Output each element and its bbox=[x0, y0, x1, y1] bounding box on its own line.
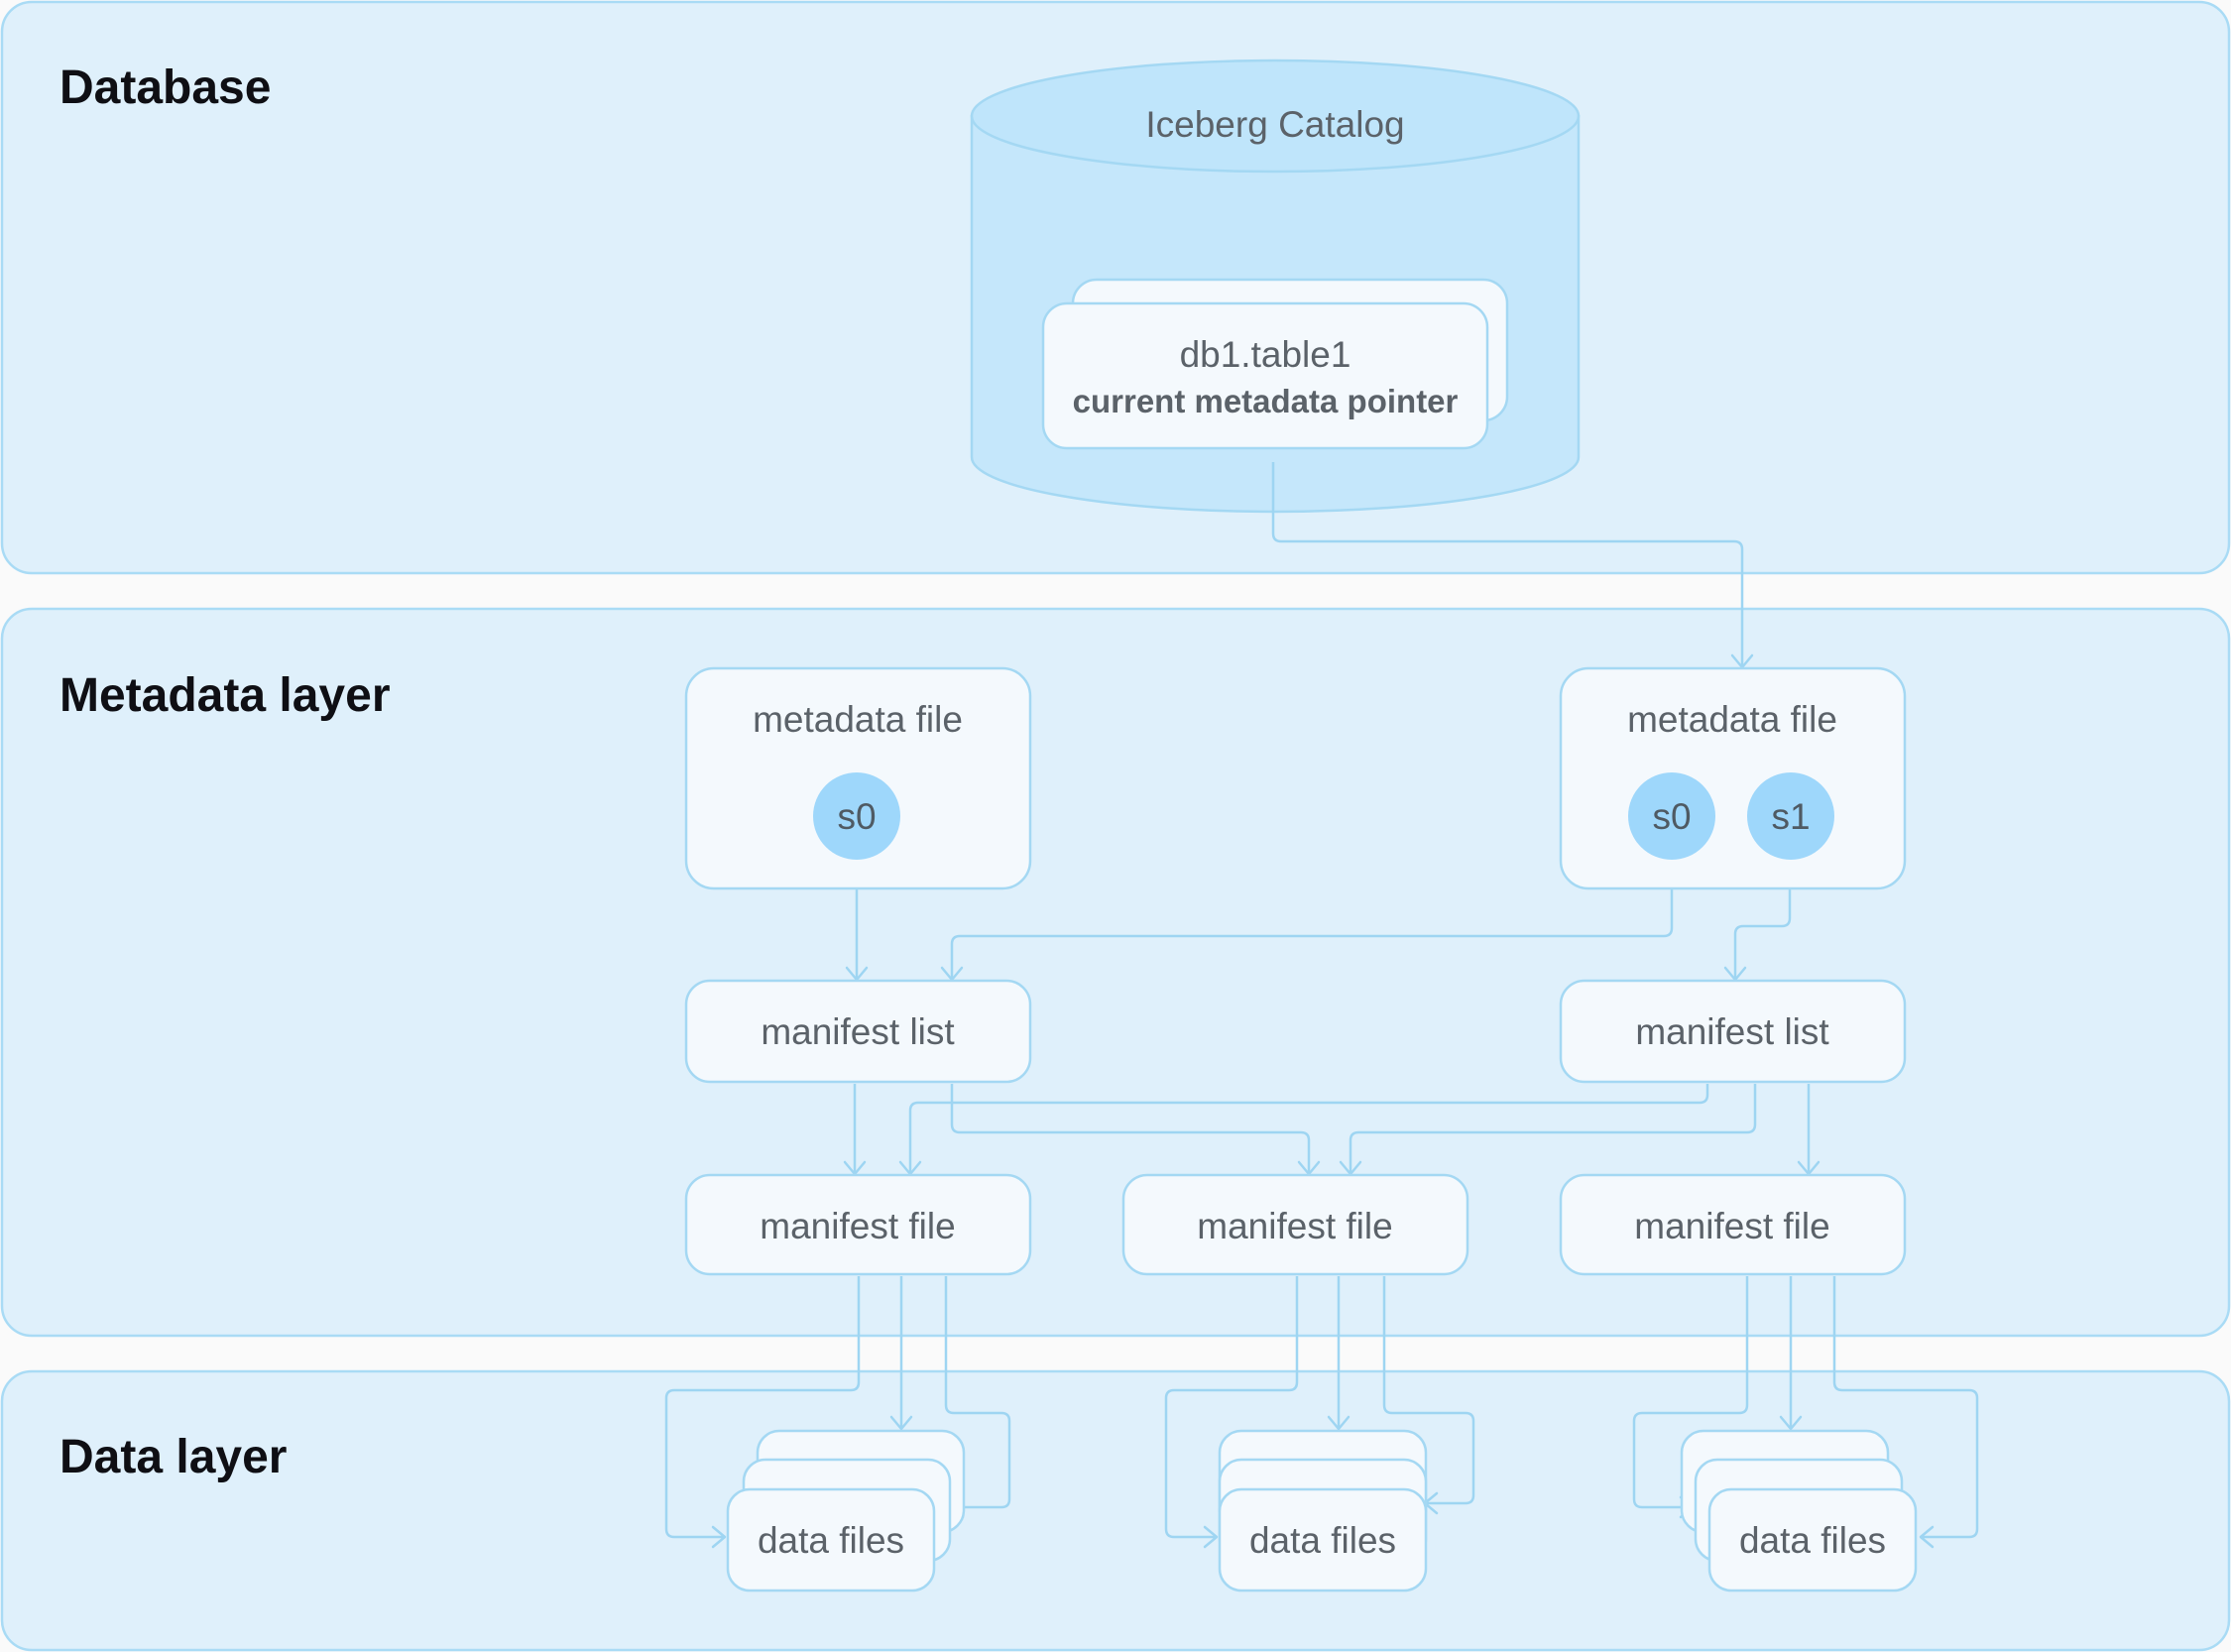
manifest-file3-data-edge-c bbox=[1832, 1276, 1979, 1539]
data-layer-panel bbox=[0, 1369, 2231, 1652]
snapshot-s0[interactable] bbox=[813, 772, 900, 860]
data-file-card[interactable] bbox=[726, 1487, 936, 1593]
manifest-file2-data-edge-a bbox=[1164, 1276, 1299, 1539]
data-files-stack-1[interactable]: data files bbox=[726, 1429, 966, 1593]
arrow-head bbox=[1327, 1415, 1350, 1431]
manifest-file1-data-edge-a bbox=[664, 1276, 861, 1539]
data-file-card[interactable] bbox=[1707, 1487, 1918, 1593]
manifest-list-label: manifest list bbox=[1635, 1011, 1829, 1052]
catalog-cylinder-top bbox=[970, 59, 1581, 174]
data-files-label: data files bbox=[1249, 1520, 1396, 1561]
manifest-file-1[interactable]: manifest file bbox=[684, 1173, 1032, 1276]
manifest-list-1[interactable]: manifest list bbox=[684, 979, 1032, 1084]
s0-to-manifest-list-edge-2 bbox=[950, 875, 1674, 979]
snapshot-label: s0 bbox=[1652, 796, 1691, 837]
metadata-file-label: metadata file bbox=[1627, 699, 1837, 740]
manifest-file-label: manifest file bbox=[1634, 1206, 1829, 1246]
manifest-file-2[interactable]: manifest file bbox=[1121, 1173, 1469, 1276]
snapshot-s1[interactable] bbox=[1747, 772, 1834, 860]
catalog-title: Iceberg Catalog bbox=[1145, 104, 1404, 145]
manifest-file-box[interactable] bbox=[684, 1173, 1032, 1276]
manifest-file-label: manifest file bbox=[1197, 1206, 1392, 1246]
manifest-file2-data-edge-c bbox=[1382, 1276, 1475, 1505]
metadata-pointer-label: current metadata pointer bbox=[1073, 383, 1459, 419]
manifest-file3-data-edge-a bbox=[1632, 1276, 1749, 1509]
data-files-stack-2[interactable]: data files bbox=[1218, 1429, 1428, 1593]
metadata-layer-title: Metadata layer bbox=[59, 669, 391, 722]
manifest-list-box[interactable] bbox=[1559, 979, 1907, 1084]
database-layer-title: Database bbox=[59, 61, 271, 114]
data-layer-title: Data layer bbox=[59, 1431, 287, 1483]
data-files-label: data files bbox=[1739, 1520, 1886, 1561]
data-files-stack-3[interactable]: data files bbox=[1680, 1429, 1918, 1593]
snapshot-label: s1 bbox=[1771, 796, 1810, 837]
data-files-label: data files bbox=[758, 1520, 904, 1561]
pointer-to-metadata-edge bbox=[1271, 462, 1744, 666]
manifest-list-box[interactable] bbox=[684, 979, 1032, 1084]
arrow-head bbox=[1203, 1525, 1219, 1549]
data-file-card[interactable] bbox=[1218, 1487, 1428, 1593]
metadata-file-2[interactable]: metadata file s0 s1 bbox=[1559, 666, 1907, 890]
list2-to-manifest-file2-edge bbox=[1349, 1084, 1757, 1173]
arrow-head bbox=[889, 1415, 913, 1431]
snapshot-s0[interactable] bbox=[1628, 772, 1715, 860]
arrow-head bbox=[711, 1525, 727, 1549]
snapshot-label: s0 bbox=[837, 796, 876, 837]
manifest-file-3[interactable]: manifest file bbox=[1559, 1173, 1907, 1276]
manifest-file1-data-edge-c bbox=[944, 1276, 1011, 1509]
metadata-file-label: metadata file bbox=[753, 699, 963, 740]
table-pointer-card[interactable] bbox=[1041, 301, 1489, 450]
metadata-file-1[interactable]: metadata file s0 bbox=[684, 666, 1032, 890]
table-name: db1.table1 bbox=[1180, 334, 1351, 375]
manifest-list-2[interactable]: manifest list bbox=[1559, 979, 1907, 1084]
manifest-file-box[interactable] bbox=[1121, 1173, 1469, 1276]
manifest-file-label: manifest file bbox=[760, 1206, 955, 1246]
manifest-file-box[interactable] bbox=[1559, 1173, 1907, 1276]
arrow-head bbox=[1779, 1415, 1803, 1431]
arrow-head bbox=[1919, 1525, 1935, 1549]
s1-to-manifest-list-edge bbox=[1733, 875, 1792, 979]
list2-to-manifest-file1-edge bbox=[908, 1084, 1709, 1173]
list1-to-manifest-file2-edge bbox=[950, 1084, 1311, 1173]
manifest-list-label: manifest list bbox=[761, 1011, 955, 1052]
